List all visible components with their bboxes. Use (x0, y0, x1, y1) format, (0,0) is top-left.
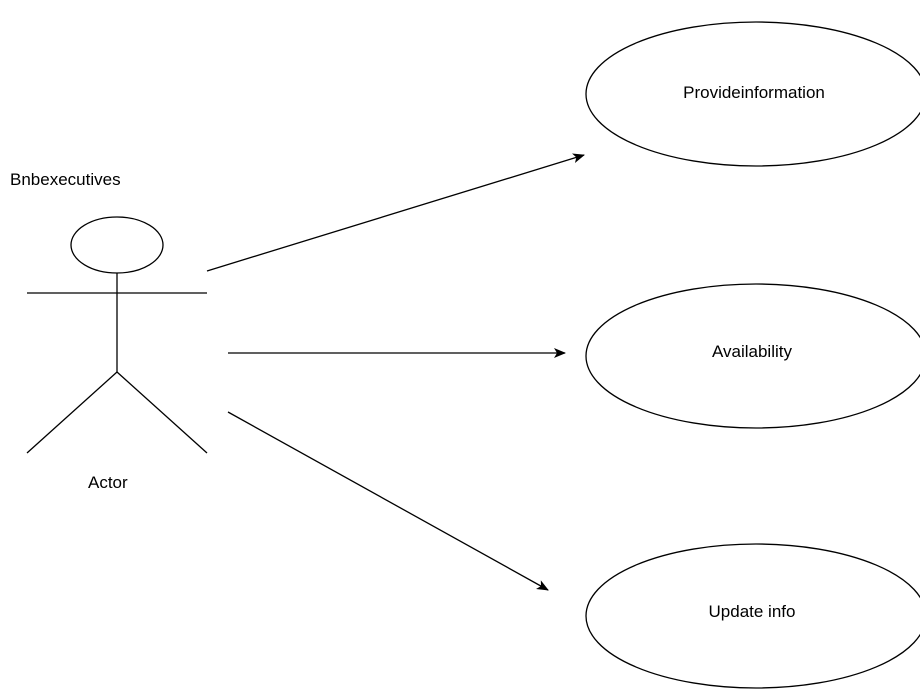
actor-right-leg (116, 371, 208, 454)
use-case-label-provideinformation: Provideinformation (683, 83, 825, 102)
use-case-label-update-info: Update info (708, 602, 796, 621)
actor-left-leg (26, 371, 118, 454)
use-case-label-availability: Availability (711, 342, 792, 361)
association-arrow-update-info (227, 411, 549, 591)
use-case-ellipse-update-info (585, 543, 920, 689)
actor-head (70, 216, 164, 274)
association-arrow-provideinformation (206, 153, 585, 272)
actor-figure (26, 216, 208, 454)
diagram-title: Bnbexecutives (10, 170, 121, 189)
actor-label: Actor (88, 473, 128, 492)
use-case-ellipse-availability (585, 283, 920, 429)
use-case-ellipse-provideinformation (585, 21, 920, 167)
